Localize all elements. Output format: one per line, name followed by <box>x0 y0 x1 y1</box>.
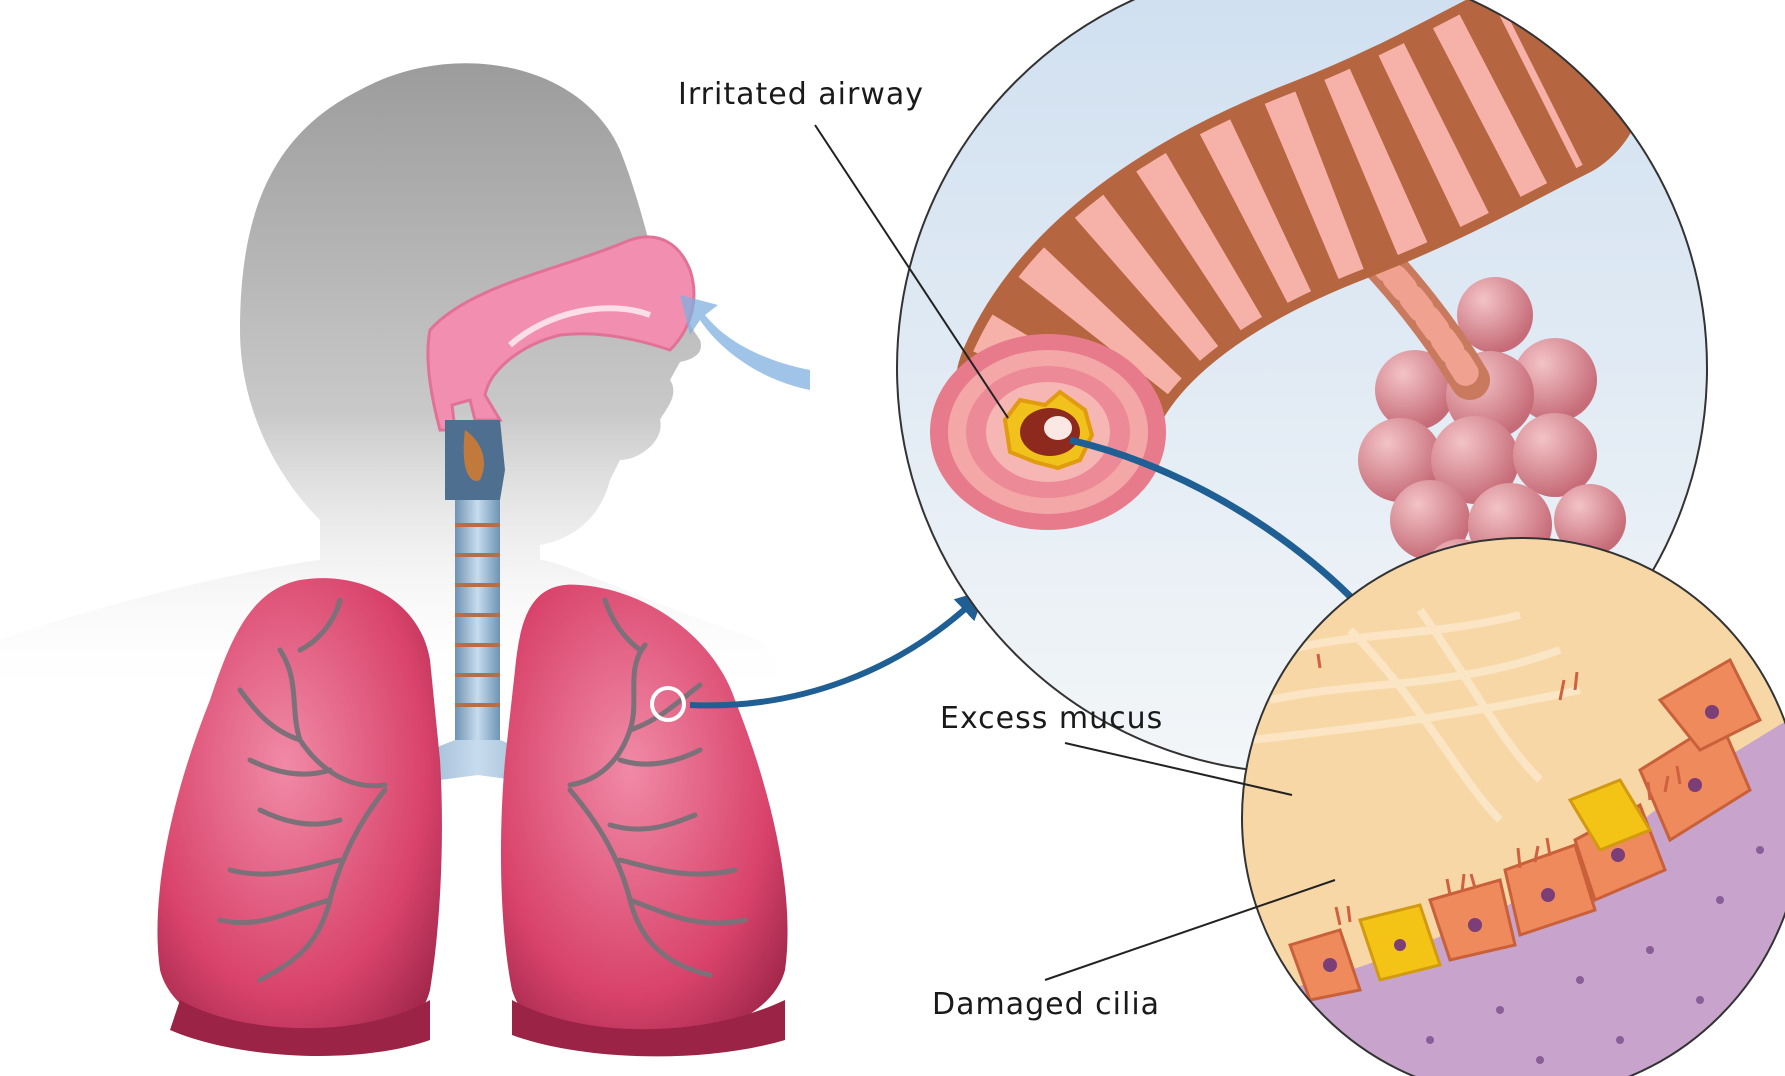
label-irritated-airway: Irritated airway <box>678 77 924 112</box>
label-damaged-cilia: Damaged cilia <box>932 987 1160 1022</box>
label-excess-mucus: Excess mucus <box>940 701 1163 736</box>
head-silhouette <box>0 63 800 700</box>
